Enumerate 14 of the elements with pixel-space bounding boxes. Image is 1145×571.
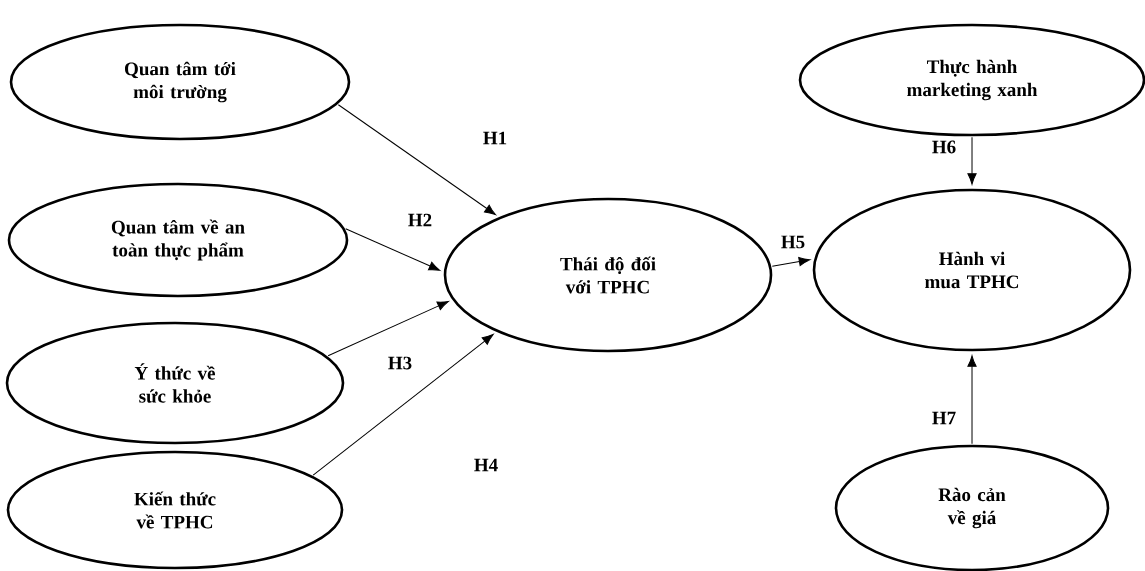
hypothesis-label: H5: [781, 235, 805, 249]
arrow: [771, 257, 811, 267]
hypothesis-label: H4: [474, 458, 498, 472]
arrow: [327, 301, 449, 357]
hypothesis-label: H2: [408, 213, 432, 227]
hypothesis-label: H6: [932, 140, 956, 154]
hypothesis-label: H1: [483, 131, 507, 145]
arrow: [967, 355, 977, 445]
arrow: [967, 136, 977, 185]
arrow: [312, 334, 494, 476]
hypothesis-label: H7: [932, 411, 956, 425]
arrow: [337, 104, 496, 216]
hypothesis-label: H3: [388, 356, 412, 370]
arrow: [345, 228, 441, 271]
